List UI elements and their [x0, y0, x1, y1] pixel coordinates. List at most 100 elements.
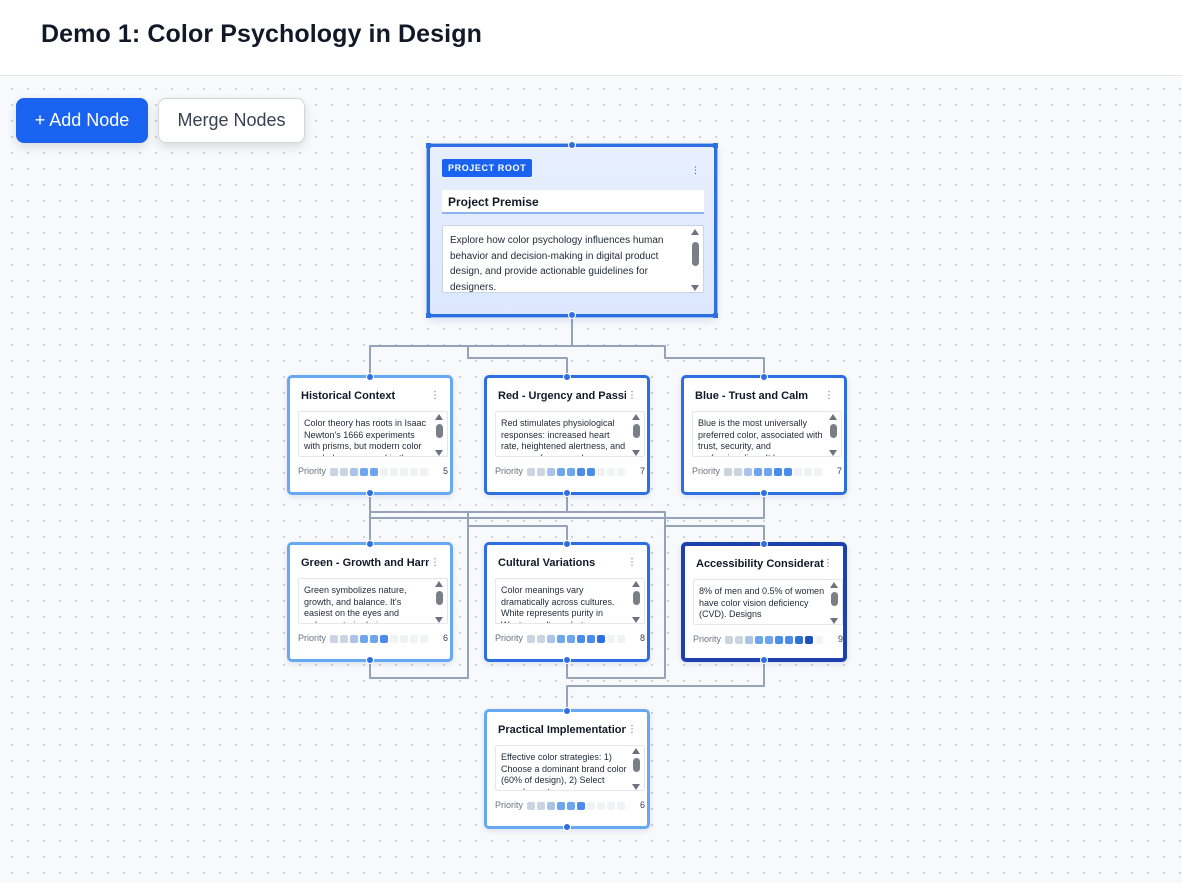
node-description-textarea[interactable]: Color meanings vary dramatically across …	[495, 578, 645, 624]
scroll-up-arrow-icon[interactable]	[632, 414, 640, 420]
scroll-down-arrow-icon[interactable]	[632, 784, 640, 790]
priority-dot[interactable]	[350, 468, 358, 476]
root-node[interactable]: PROJECT ROOT ⋮ Project Premise Explore h…	[426, 143, 718, 318]
scrollbar[interactable]	[691, 229, 700, 291]
node-input-handle[interactable]	[366, 540, 374, 548]
priority-dot[interactable]	[587, 635, 595, 643]
node-input-handle[interactable]	[563, 707, 571, 715]
priority-dot[interactable]	[340, 635, 348, 643]
node-input-handle[interactable]	[563, 373, 571, 381]
priority-dot[interactable]	[567, 635, 575, 643]
priority-dot[interactable]	[370, 468, 378, 476]
merge-nodes-button[interactable]: Merge Nodes	[158, 98, 305, 143]
node-title[interactable]: Accessibility Considerations	[696, 558, 824, 570]
node-input-handle[interactable]	[366, 373, 374, 381]
priority-dot[interactable]	[607, 468, 615, 476]
node-practical-implementation[interactable]: Practical Implementation⋮Effective color…	[484, 709, 650, 829]
priority-dot[interactable]	[587, 468, 595, 476]
priority-dot[interactable]	[380, 635, 388, 643]
kebab-menu-icon[interactable]: ⋮	[823, 558, 833, 569]
scroll-up-arrow-icon[interactable]	[691, 229, 699, 235]
node-title[interactable]: Green - Growth and Harmony	[301, 557, 429, 569]
node-red-urgency[interactable]: Red - Urgency and Passion⋮Red stimulates…	[484, 375, 650, 495]
resize-handle-top-left[interactable]	[426, 143, 431, 148]
scrollbar[interactable]	[830, 582, 839, 624]
scroll-thumb[interactable]	[692, 242, 699, 266]
scroll-thumb[interactable]	[830, 424, 837, 438]
resize-handle-bottom-left[interactable]	[426, 313, 431, 318]
priority-dot[interactable]	[795, 636, 803, 644]
root-title-input[interactable]: Project Premise	[442, 190, 704, 214]
node-description-textarea[interactable]: Red stimulates physiological responses: …	[495, 411, 645, 457]
priority-dot[interactable]	[724, 468, 732, 476]
priority-dot[interactable]	[547, 468, 555, 476]
priority-dot[interactable]	[597, 635, 605, 643]
priority-dot[interactable]	[735, 636, 743, 644]
node-historical-context[interactable]: Historical Context ⋮ Color theory has root…	[287, 375, 453, 495]
priority-dot[interactable]	[597, 468, 605, 476]
priority-dot[interactable]	[734, 468, 742, 476]
priority-dot[interactable]	[725, 636, 733, 644]
priority-dot[interactable]	[804, 468, 812, 476]
priority-dot[interactable]	[755, 636, 763, 644]
node-description-textarea[interactable]: Effective color strategies: 1) Choose a …	[495, 745, 645, 791]
priority-dot[interactable]	[775, 636, 783, 644]
kebab-menu-icon[interactable]: ⋮	[627, 557, 637, 568]
node-output-handle[interactable]	[366, 656, 374, 664]
scrollbar[interactable]	[435, 414, 444, 456]
kebab-menu-icon[interactable]: ⋮	[430, 390, 440, 401]
scroll-up-arrow-icon[interactable]	[632, 748, 640, 754]
priority-dot[interactable]	[360, 468, 368, 476]
priority-dots[interactable]	[724, 468, 822, 476]
scroll-up-arrow-icon[interactable]	[435, 414, 443, 420]
scrollbar[interactable]	[632, 414, 641, 456]
scroll-thumb[interactable]	[831, 592, 838, 606]
priority-dot[interactable]	[744, 468, 752, 476]
priority-dots[interactable]	[527, 468, 625, 476]
priority-dot[interactable]	[527, 635, 535, 643]
priority-dot[interactable]	[557, 635, 565, 643]
priority-dot[interactable]	[567, 468, 575, 476]
priority-dot[interactable]	[805, 636, 813, 644]
scroll-down-arrow-icon[interactable]	[632, 617, 640, 623]
priority-dots[interactable]	[527, 802, 625, 810]
scroll-down-arrow-icon[interactable]	[435, 450, 443, 456]
resize-handle-bottom-right[interactable]	[713, 313, 718, 318]
node-title[interactable]: Practical Implementation	[498, 724, 626, 736]
scroll-thumb[interactable]	[633, 424, 640, 438]
priority-dot[interactable]	[330, 635, 338, 643]
scroll-up-arrow-icon[interactable]	[830, 582, 838, 588]
scroll-down-arrow-icon[interactable]	[632, 450, 640, 456]
priority-dot[interactable]	[390, 468, 398, 476]
priority-dot[interactable]	[617, 468, 625, 476]
node-output-handle[interactable]	[563, 656, 571, 664]
node-green-growth[interactable]: Green - Growth and Harmony⋮Green symboli…	[287, 542, 453, 662]
priority-dot[interactable]	[557, 802, 565, 810]
priority-dot[interactable]	[617, 635, 625, 643]
priority-dot[interactable]	[567, 802, 575, 810]
scrollbar[interactable]	[632, 581, 641, 623]
priority-dot[interactable]	[785, 636, 793, 644]
node-title[interactable]: Historical Context	[301, 390, 396, 402]
scroll-down-arrow-icon[interactable]	[830, 618, 838, 624]
priority-dot[interactable]	[400, 635, 408, 643]
scroll-thumb[interactable]	[633, 591, 640, 605]
priority-dot[interactable]	[390, 635, 398, 643]
node-description-textarea[interactable]: Color theory has roots in Isaac Newton's…	[298, 411, 448, 457]
node-title[interactable]: Blue - Trust and Calm	[695, 390, 809, 402]
node-input-handle[interactable]	[760, 373, 768, 381]
priority-dot[interactable]	[607, 635, 615, 643]
add-node-button[interactable]: + Add Node	[16, 98, 148, 143]
node-input-handle[interactable]	[760, 540, 768, 548]
node-description-textarea[interactable]: Green symbolizes nature, growth, and bal…	[298, 578, 448, 624]
priority-dot[interactable]	[360, 635, 368, 643]
priority-dot[interactable]	[794, 468, 802, 476]
node-blue-trust[interactable]: Blue - Trust and Calm⋮Blue is the most u…	[681, 375, 847, 495]
root-output-handle[interactable]	[568, 311, 576, 319]
kebab-menu-icon[interactable]: ⋮	[691, 165, 700, 175]
priority-dot[interactable]	[400, 468, 408, 476]
